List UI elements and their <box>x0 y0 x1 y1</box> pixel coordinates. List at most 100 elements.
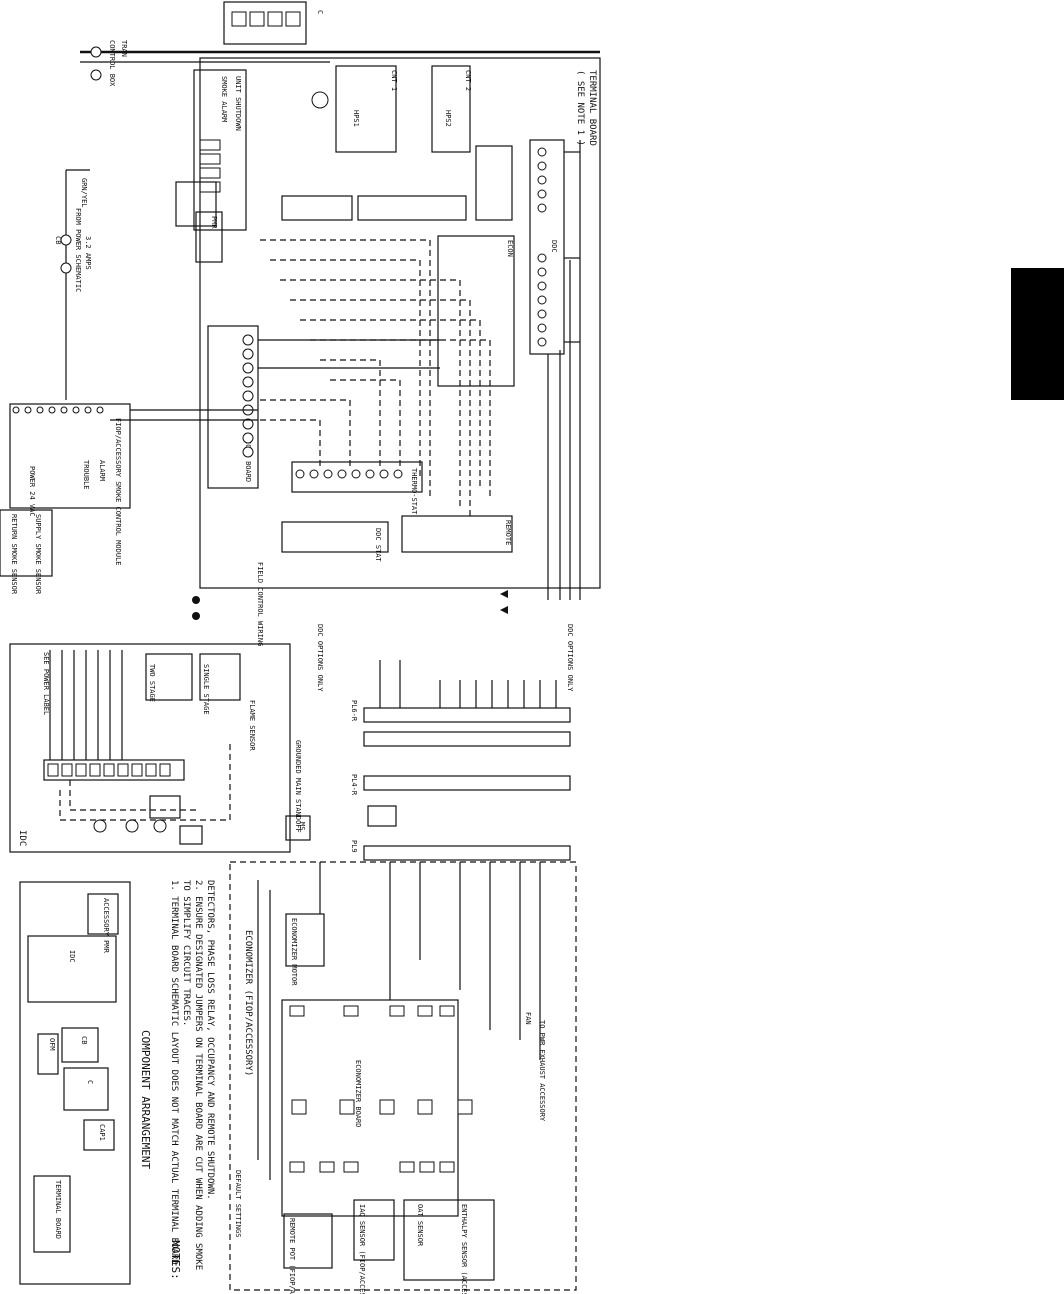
thermostat-box <box>291 461 423 493</box>
alarm-label: ALARM <box>98 460 106 481</box>
plug-strips: PL6-R PL4-R PL9 <box>350 660 571 861</box>
economizer-board-label: ECONOMIZER BOARD <box>354 1060 362 1127</box>
motor-symbol <box>93 819 107 833</box>
accessory-pmr-label: ACCESSORY PMR <box>102 898 110 954</box>
component-arrangement-outline <box>19 881 131 1285</box>
idc-dashed-run <box>59 740 231 821</box>
relay-box <box>149 795 181 819</box>
power-24vac-label: POWER 24 VAC <box>28 466 36 517</box>
smoke-control-box <box>9 403 131 509</box>
economizer-motor-box <box>285 913 325 967</box>
smoke-control-label: FIOP/ACCESSORY SMOKE CONTROL MODULE <box>114 418 122 566</box>
field-connection-dot <box>192 596 200 604</box>
cnt2-label: CNT 2 <box>464 70 472 91</box>
two-stage-label: TWO STAGE <box>148 664 156 702</box>
field-control-wiring-label: FIELD CONTROL WIRING <box>256 562 264 646</box>
oat-sensor-label: OAT SENSOR <box>416 1204 424 1247</box>
cb-component <box>61 1027 99 1063</box>
notes-heading: NOTES: <box>169 1240 182 1280</box>
note-1: 1. TERMINAL BOARD SCHEMATIC LAYOUT DOES … <box>169 880 179 1265</box>
cb-terminal <box>90 46 102 58</box>
enthalpy-sensor-box <box>403 1199 495 1281</box>
conn-board-terminals <box>242 334 254 458</box>
smoke-module-terminals <box>12 406 104 414</box>
terminal-board-note: ( SEE NOTE 1 ) <box>575 70 585 146</box>
cb-label: CB <box>54 236 62 244</box>
amps-label: 3.2 AMPS <box>84 236 92 270</box>
cnt1-box <box>335 65 397 153</box>
pl6-r-strip <box>363 707 571 723</box>
remote-pot-label: REMOTE POT (FIOP/ACCESSORY) <box>288 1218 296 1294</box>
pl9-label: PL9 <box>350 840 358 853</box>
econ-box <box>437 235 515 387</box>
tran-label: TRAN <box>120 40 128 57</box>
control-box-label: CONTROL BOX <box>108 40 116 87</box>
ofm-component <box>37 1033 59 1075</box>
tran-terminal <box>267 11 283 27</box>
economizer-title: ECONOMIZER (FIOP/ACCESSORY) <box>243 930 253 1076</box>
motor-symbol <box>125 819 139 833</box>
ofm-label: OFM <box>48 1038 56 1051</box>
hps1-label: HPS1 <box>352 110 360 127</box>
economizer-section: ECONOMIZER (FIOP/ACCESSORY) ECONOMIZER M… <box>229 861 577 1294</box>
field-connection-dot <box>192 612 200 620</box>
fiop-damper-box <box>367 805 397 827</box>
contactor-group: CNT 1 HPS1 CNT 2 HPS2 <box>311 65 472 153</box>
internal-dashed-run <box>320 359 381 470</box>
economizer-outline <box>229 861 577 1291</box>
note-2: 2. ENSURE DESIGNATED JUMPERS ON TERMINAL… <box>193 880 203 1270</box>
supply-smoke-sensor-label: SUPPLY SMOKE SENSOR <box>34 514 42 595</box>
internal-dashed-run <box>290 299 471 520</box>
c-component <box>63 1067 109 1111</box>
pmr-box <box>195 211 223 263</box>
economizer-potentiometers <box>291 1099 473 1115</box>
economizer-motor-label: ECONOMIZER MOTOR <box>290 918 298 986</box>
note-2b: DETECTORS, PHASE LOSS RELAY, OCCUPANCY A… <box>205 880 215 1200</box>
econ-label: ECON <box>506 240 514 257</box>
internal-dashed-run <box>260 419 321 470</box>
component-arrangement: TERMINAL BOARD CAP1 C OFM IDC ACCESSORY … <box>19 881 152 1285</box>
thermostat-terminals <box>295 469 403 479</box>
compressor-symbol <box>311 91 329 109</box>
cont-row-box <box>357 195 467 221</box>
field-control-wiring: FIELD CONTROL WIRING DDC OPTIONS ONLY DD… <box>42 562 574 715</box>
pwr-exhaust-label: TO PWR EXHAUST ACCESSORY <box>538 1020 546 1122</box>
internal-dashed-run <box>280 279 461 510</box>
tran-terminal <box>285 11 301 27</box>
single-stage-label: SINGLE STAGE <box>202 664 210 715</box>
note-1b: TO SIMPLIFY CIRCUIT TRACES. <box>181 880 191 1026</box>
unit-shutdown-module: UNIT SHUTDOWN SMOKE ALARM <box>193 69 247 231</box>
idc-component-label: IDC <box>68 950 76 963</box>
unit-shutdown-box <box>193 69 247 231</box>
motor-symbol <box>153 819 167 833</box>
flame-sensor-label: FLAME SENSOR <box>248 700 256 751</box>
idc-terminals <box>47 763 171 777</box>
ddc-right-terminals <box>537 147 547 347</box>
cont-row-box <box>281 195 353 221</box>
ddc-options-only-label: DDC OPTIONS ONLY <box>566 624 574 692</box>
settings-label: DEFAULT SETTINGS <box>234 1170 242 1237</box>
idc-component <box>27 935 117 1003</box>
c-label: C <box>316 10 324 14</box>
component-arrangement-title: COMPONENT ARRANGEMENT <box>139 1030 152 1169</box>
remote-label: REMOTE <box>504 520 512 545</box>
pl9-strip <box>363 845 571 861</box>
field-arrow <box>500 590 508 598</box>
section-tab-marker <box>1011 268 1064 400</box>
pmr-module: PMR <box>175 181 223 263</box>
remote-box <box>401 515 513 553</box>
idc-dashed-run <box>69 780 200 811</box>
ddc-stat-label: DDC STAT <box>374 528 382 563</box>
tran-terminal <box>231 11 247 27</box>
return-smoke-sensor-label: RETURN SMOKE SENSOR <box>10 514 18 595</box>
terminal <box>199 153 221 165</box>
control-box-group: CONTROL BOX TRAN C <box>80 1 600 87</box>
ddc-box <box>529 139 565 355</box>
ddc-label: DDC <box>550 240 558 253</box>
trouble-label: TROUBLE <box>82 460 90 490</box>
ms-box <box>285 815 311 841</box>
cnt2-box <box>431 65 471 153</box>
power-feed-group: FROM POWER SCHEMATIC 3.2 AMPS CB GRN/YEL <box>54 169 92 400</box>
ddc-stat-box <box>281 521 389 553</box>
